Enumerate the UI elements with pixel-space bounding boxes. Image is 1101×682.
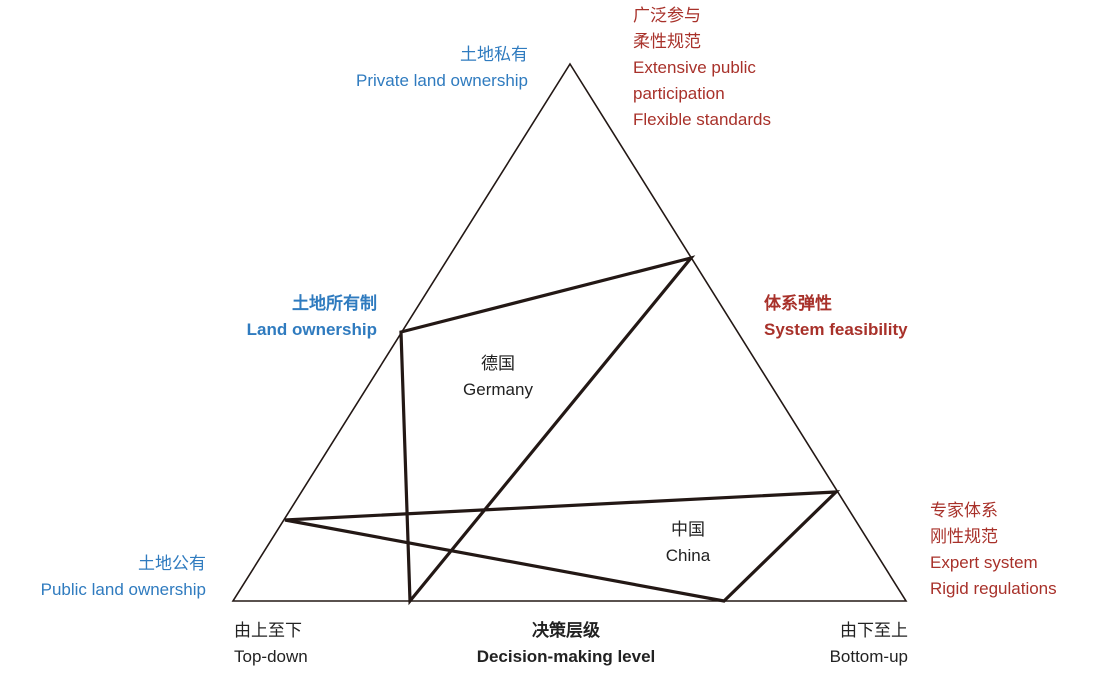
participation-zh: 广泛参与 xyxy=(633,6,701,25)
decision-level-en: Decision-making level xyxy=(476,647,656,666)
private-land-en: Private land ownership xyxy=(356,71,528,90)
decision-level-axis-label: 决策层级 Decision-making level xyxy=(466,618,666,670)
expert-zh: 专家体系 xyxy=(930,501,998,520)
participation-en-1: Extensive public xyxy=(633,58,756,77)
land-ownership-en: Land ownership xyxy=(246,320,377,339)
top-down-en: Top-down xyxy=(234,647,308,666)
participation-en-2: participation xyxy=(633,84,725,103)
flexible-en: Flexible standards xyxy=(633,110,771,129)
rigid-zh: 刚性规范 xyxy=(930,527,998,546)
rigid-en: Rigid regulations xyxy=(930,579,1057,598)
land-ownership-axis-label: 土地所有制 Land ownership xyxy=(247,291,377,343)
private-land-label: 土地私有 Private land ownership xyxy=(356,42,528,94)
expert-en: Expert system xyxy=(930,553,1038,572)
land-ownership-zh: 土地所有制 xyxy=(292,294,377,313)
flexible-zh: 柔性规范 xyxy=(633,32,701,51)
china-polygon xyxy=(284,490,841,603)
system-feasibility-en: System feasibility xyxy=(764,320,908,339)
germany-zh: 德国 xyxy=(481,354,515,373)
germany-en: Germany xyxy=(463,380,533,399)
china-label: 中国 China xyxy=(638,517,738,569)
top-down-label: 由上至下 Top-down xyxy=(234,618,308,670)
bottom-up-label: 由下至上 Bottom-up xyxy=(830,618,908,670)
decision-level-zh: 决策层级 xyxy=(532,621,600,640)
germany-polygon xyxy=(399,255,696,606)
top-down-zh: 由上至下 xyxy=(234,621,302,640)
china-en: China xyxy=(665,546,711,565)
system-feasibility-axis-label: 体系弹性 System feasibility xyxy=(764,291,908,343)
private-land-zh: 土地私有 xyxy=(460,45,528,64)
system-feasibility-zh: 体系弹性 xyxy=(764,294,832,313)
expert-system-label: 专家体系 刚性规范 Expert system Rigid regulation… xyxy=(930,498,1057,602)
china-zh: 中国 xyxy=(671,520,705,539)
public-land-zh: 土地公有 xyxy=(138,554,206,573)
bottom-up-zh: 由下至上 xyxy=(840,621,908,640)
public-land-en: Public land ownership xyxy=(40,580,206,599)
public-participation-label: 广泛参与 柔性规范 Extensive public participation… xyxy=(633,3,771,133)
germany-label: 德国 Germany xyxy=(448,351,548,403)
public-land-label: 土地公有 Public land ownership xyxy=(41,551,206,603)
bottom-up-en: Bottom-up xyxy=(829,647,908,666)
